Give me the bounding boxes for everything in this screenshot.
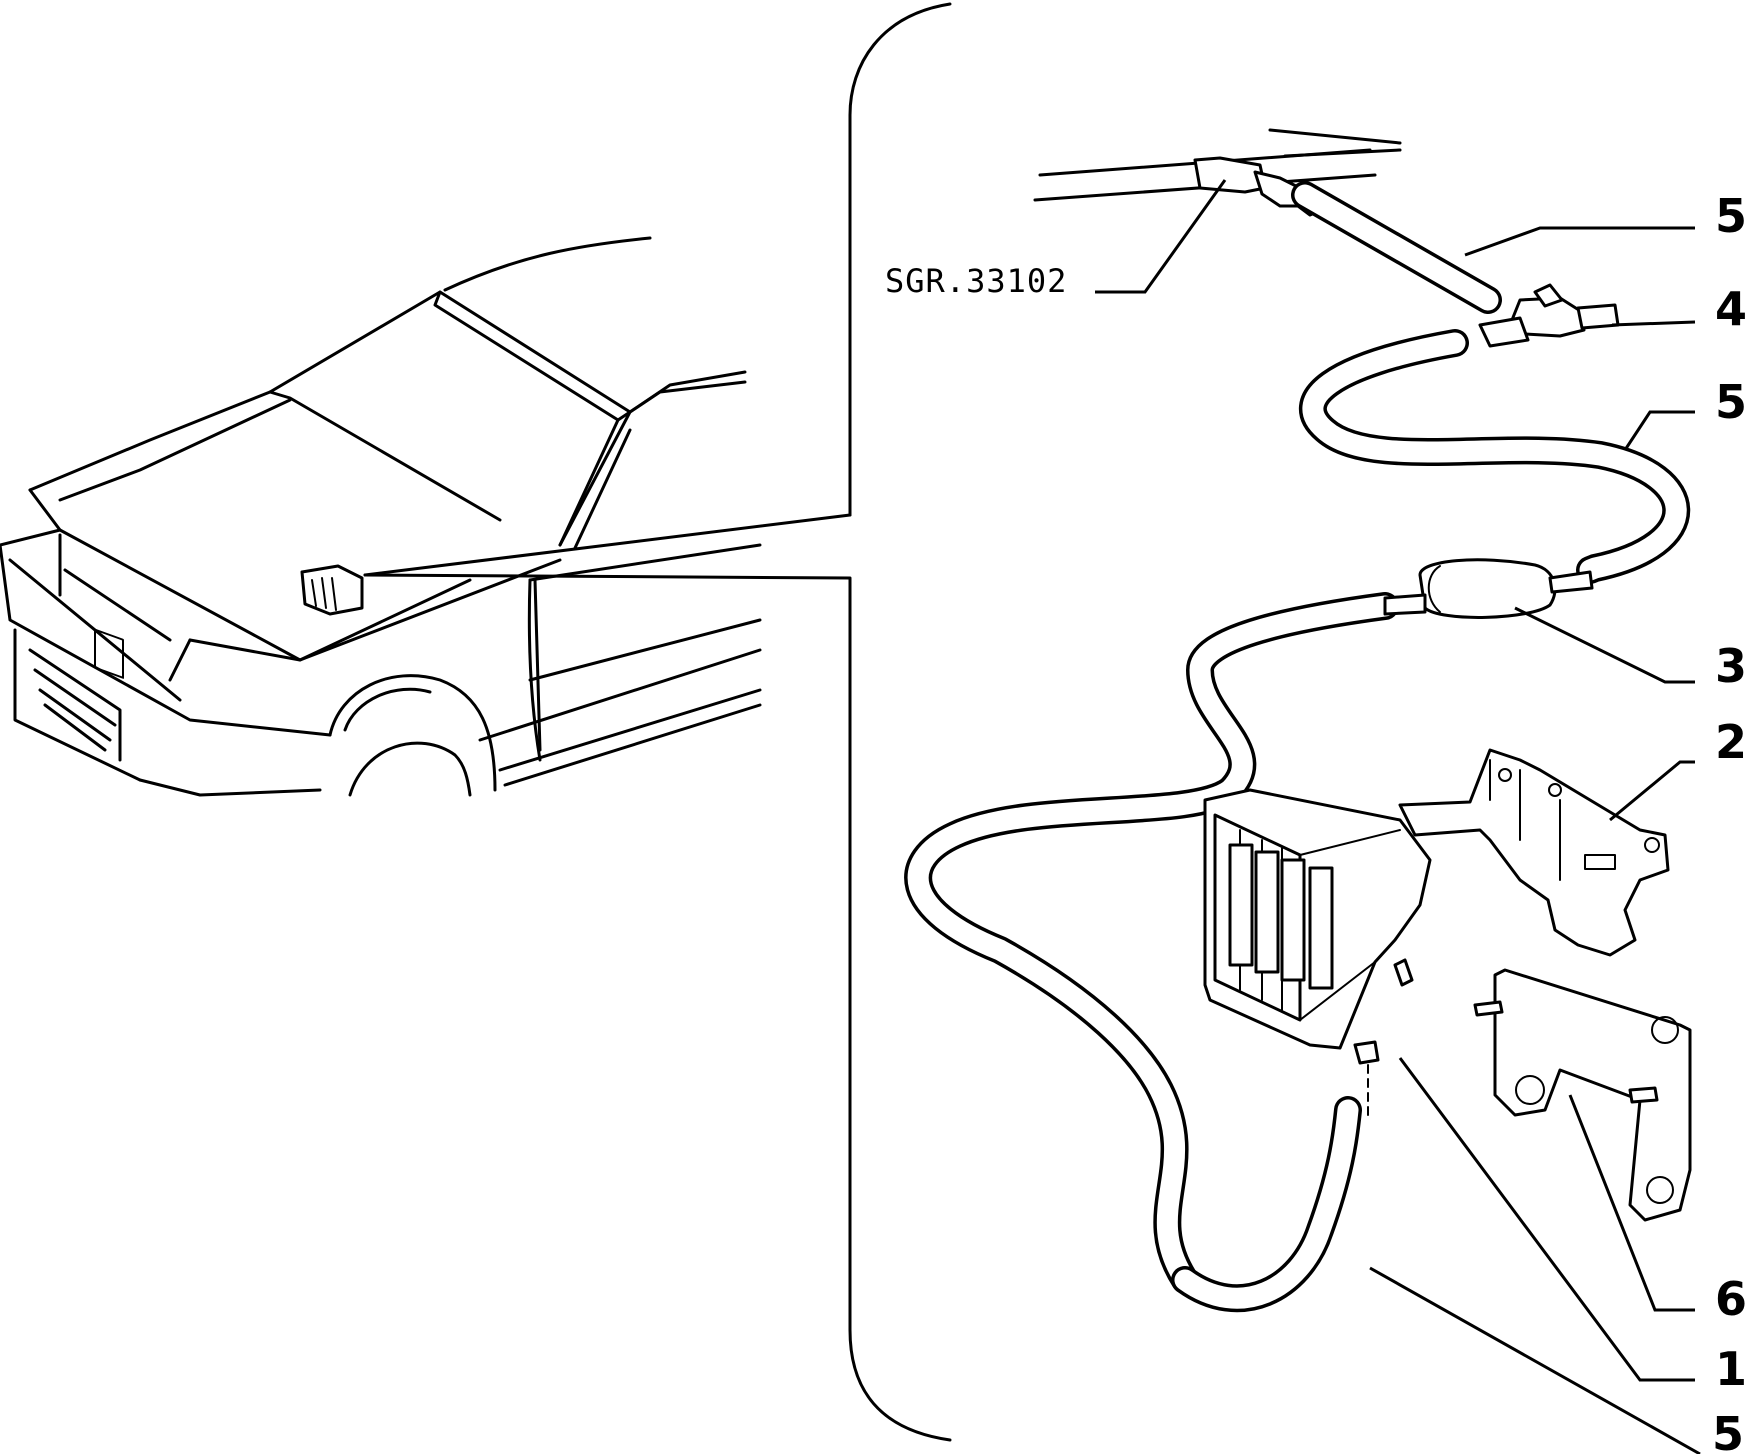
labels: SGR.33102 5 4 5 3 2 6 1 5	[885, 189, 1747, 1454]
vacuum-hoses	[904, 181, 1690, 1313]
callout-1: 1	[1715, 1342, 1747, 1396]
callout-5-bottom: 5	[1712, 1407, 1744, 1454]
bracket-part-2	[1398, 748, 1670, 957]
callout-3: 3	[1715, 639, 1747, 693]
ecu-module-part-1	[1203, 788, 1432, 1121]
leader-lines	[1095, 179, 1701, 1454]
callout-2: 2	[1715, 715, 1747, 769]
callout-5-top: 5	[1715, 189, 1747, 243]
t-connector-part-4	[1478, 283, 1620, 348]
mounting-plate-part-6	[1473, 968, 1692, 1222]
callout-5-mid: 5	[1715, 375, 1747, 429]
callout-4: 4	[1715, 282, 1747, 336]
inline-filter-part-3	[1383, 558, 1594, 619]
detail-view-frame	[363, 2, 952, 1442]
car-overview-illustration	[0, 236, 762, 797]
reference-code-label: SGR.33102	[885, 262, 1067, 300]
callout-6: 6	[1715, 1272, 1747, 1326]
